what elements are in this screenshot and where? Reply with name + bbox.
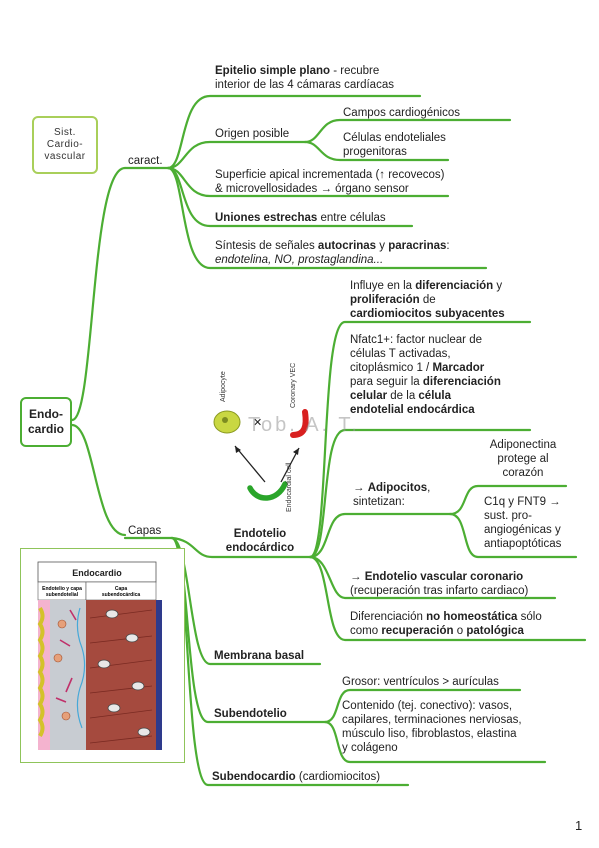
- grosor-node: Grosor: ventrículos > aurículas: [342, 676, 499, 688]
- adipocitos-node: → Adipocitos, sintetizan:: [353, 482, 431, 508]
- endocardio-root-node: Endo- cardio: [20, 397, 72, 447]
- sintesis-node: Síntesis de señales autocrinas y paracri…: [215, 240, 450, 266]
- nfatc1-node: Nfatc1+: factor nuclear de células T act…: [350, 334, 501, 416]
- subendocardio-node: Subendocardio (cardiomiocitos): [212, 771, 381, 783]
- superficie-node: Superficie apical incrementada (↑ recove…: [215, 169, 445, 195]
- arrow-to-adipocyte-icon: [235, 446, 241, 453]
- campos-cardiogenicos-node: Campos cardiogénicos: [343, 107, 460, 119]
- c1q-fnt9-node: C1q y FNT9 → sust. pro- angiogénicas y a…: [484, 496, 562, 550]
- coronary-vec-cell-icon: [290, 409, 309, 438]
- uniones-node: Uniones estrechas entre células: [215, 212, 386, 224]
- sistema-cardiovascular-node: Sist. Cardio- vascular: [32, 116, 98, 174]
- differentiation-figure: Adipocyte Coronary VEC ✕ Endocardial cel…: [213, 363, 309, 512]
- fig-endo-col1-l1: Endotelio y capa: [42, 586, 82, 592]
- diferenciacion-node: Diferenciación no homeostática sólo como…: [350, 611, 542, 637]
- contenido-node: Contenido (tej. conectivo): vasos, capil…: [342, 700, 522, 754]
- endocardial-label: Endocardial cell: [286, 462, 293, 512]
- coronary-vec-label: Coronary VEC: [290, 363, 297, 408]
- adipocyte-label: Adipocyte: [220, 371, 227, 402]
- epitelio-node: Epitelio simple plano - recubre interior…: [215, 65, 394, 91]
- adiponectina-node: Adiponectina protege al corazón: [489, 439, 557, 479]
- page-number: 1: [575, 818, 583, 833]
- fig-endo-col1-l2: subendotelial: [46, 592, 79, 598]
- endocardio-histology-figure: Endocardio Endotelio y capa subendotelia…: [20, 548, 185, 763]
- endocardial-cell-icon: [247, 481, 288, 501]
- capas-label: Capas: [128, 525, 162, 537]
- subendotelio-node: Subendotelio: [214, 708, 287, 720]
- membrana-basal-node: Membrana basal: [214, 650, 305, 662]
- origen-node: Origen posible: [215, 128, 290, 140]
- fig-endo-title: Endocardio: [72, 568, 122, 578]
- fig-endo-col2-l2: subendocárdica: [102, 592, 141, 598]
- watermark: Tob. A. T.: [248, 414, 360, 436]
- endotelio-vascular-node: → Endotelio vascular coronario (recupera…: [350, 571, 529, 597]
- influye-node: Influye en la diferenciación y prolifera…: [350, 280, 505, 320]
- fig-endo-col2-l1: Capa: [115, 586, 127, 592]
- arrow-to-coronary-icon: [293, 448, 299, 455]
- caract-label: caract.: [128, 155, 163, 167]
- cross-icon: ✕: [253, 417, 262, 429]
